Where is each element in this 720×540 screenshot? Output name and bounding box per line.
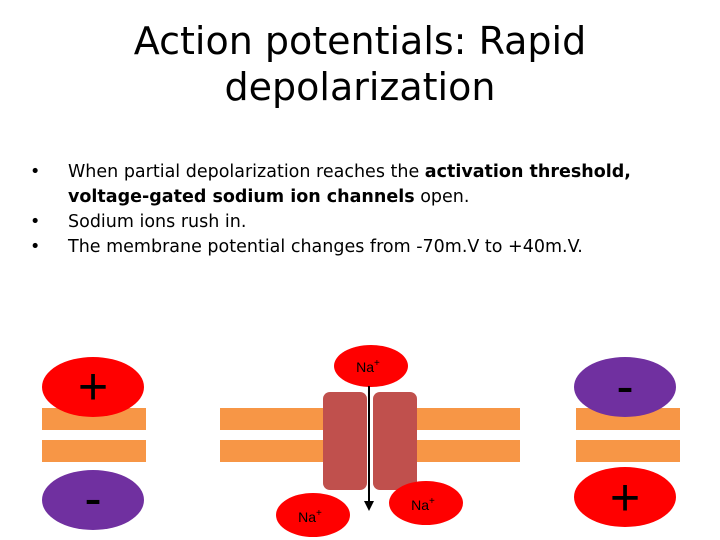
- na-top-oval: [334, 345, 408, 387]
- na-top-charge: +: [374, 358, 380, 369]
- right-positive-oval: [574, 467, 676, 527]
- bullet-item-1: When partial depolarization reaches the …: [30, 160, 700, 210]
- middle-membrane-right-upper: [416, 408, 520, 430]
- channel-right-subunit: [373, 392, 417, 490]
- na-bottom-right-label: Na+: [411, 496, 435, 513]
- right-membrane-lower: [576, 440, 680, 462]
- bullet-1-pre: When partial depolarization reaches the: [68, 162, 425, 182]
- bullet-item-2: Sodium ions rush in.: [30, 210, 700, 235]
- right-top-sign: -: [616, 358, 633, 416]
- bullet-item-3: The membrane potential changes from -70m…: [30, 235, 700, 260]
- left-membrane-lower: [42, 440, 146, 462]
- na-bottom-left-symbol: Na: [298, 509, 316, 525]
- na-top-symbol: Na: [356, 359, 374, 375]
- sodium-channel-diagram: + - Na+ Na+ Na+ - +: [42, 345, 680, 537]
- bullet-1-bold-activation: activation threshold,: [424, 162, 631, 182]
- bullet-1-bold-channels: voltage-gated sodium ion channels: [68, 187, 415, 207]
- middle-membrane-right-lower: [416, 440, 520, 462]
- na-top-label: Na+: [356, 358, 380, 375]
- title-line-2: depolarization: [224, 65, 496, 109]
- na-bottom-left-oval: [276, 493, 350, 537]
- na-bottom-right-symbol: Na: [411, 497, 429, 513]
- middle-membrane-left-lower: [220, 440, 326, 462]
- right-negative-oval: [574, 357, 676, 417]
- na-bottom-right-oval: [389, 481, 463, 525]
- na-bottom-left-label: Na+: [298, 508, 322, 525]
- left-top-sign: +: [78, 358, 108, 416]
- bullet-1-post: open.: [414, 187, 470, 207]
- na-bottom-left-charge: +: [316, 508, 322, 519]
- left-positive-oval: [42, 357, 144, 417]
- right-bottom-sign: +: [610, 469, 640, 527]
- left-membrane-upper: [42, 408, 146, 430]
- bullet-list: When partial depolarization reaches the …: [30, 160, 700, 260]
- left-bottom-sign: -: [84, 470, 101, 528]
- na-bottom-right-charge: +: [429, 496, 435, 507]
- left-negative-oval: [42, 470, 144, 530]
- middle-membrane-left-upper: [220, 408, 326, 430]
- slide-title: Action potentials: Rapid depolarization: [0, 18, 720, 110]
- channel-left-subunit: [323, 392, 367, 490]
- title-line-1: Action potentials: Rapid: [133, 19, 587, 63]
